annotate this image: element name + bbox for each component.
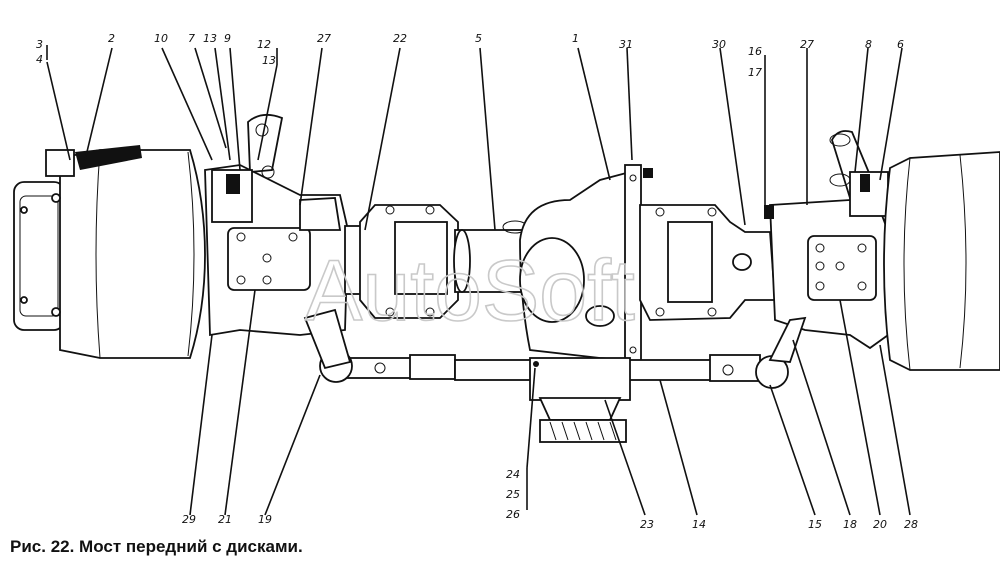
right-knuckle <box>764 130 896 350</box>
watermark: AutoSoft <box>305 243 635 339</box>
callout-16: 16 <box>748 45 762 58</box>
callout-10: 10 <box>154 32 168 45</box>
callout-24: 24 <box>506 468 520 481</box>
callout-30: 30 <box>712 38 726 51</box>
left-knuckle <box>204 113 349 337</box>
callout-14: 14 <box>692 518 706 531</box>
callout-3: 3 <box>36 38 43 51</box>
callout-29: 29 <box>182 513 196 526</box>
figure-caption: Рис. 22. Мост передний с дисками. <box>10 537 303 556</box>
callout-26: 26 <box>506 508 520 521</box>
callout-27-left: 27 <box>317 32 331 45</box>
callout-19: 19 <box>258 513 272 526</box>
callout-27-right: 27 <box>800 38 814 51</box>
callout-2: 2 <box>108 32 115 45</box>
callout-20: 20 <box>873 518 887 531</box>
callout-18: 18 <box>843 518 857 531</box>
callout-21: 21 <box>218 513 232 526</box>
right-axle-housing <box>639 204 776 321</box>
leader-lines <box>46 45 911 516</box>
callout-labels: 3 4 2 10 7 13 9 12 13 27 22 5 1 31 30 16… <box>36 32 918 531</box>
callout-28: 28 <box>904 518 918 531</box>
callout-6: 6 <box>897 38 904 51</box>
final-drive-housing <box>519 164 653 364</box>
left-wheel-disc <box>13 145 206 359</box>
callout-7: 7 <box>188 32 195 45</box>
callout-13-left: 13 <box>262 54 276 67</box>
callout-9: 9 <box>224 32 231 45</box>
callout-4: 4 <box>36 53 43 66</box>
right-wheel-disc <box>883 151 1000 371</box>
callout-8: 8 <box>865 38 872 51</box>
callout-25: 25 <box>506 488 520 501</box>
callout-23: 23 <box>640 518 654 531</box>
callout-31: 31 <box>619 38 633 51</box>
callout-15: 15 <box>808 518 822 531</box>
callout-5: 5 <box>475 32 482 45</box>
pinion-flange <box>529 357 631 443</box>
callout-1: 1 <box>572 32 579 45</box>
callout-17: 17 <box>748 66 762 79</box>
callout-12: 12 <box>257 38 271 51</box>
callout-22: 22 <box>393 32 407 45</box>
callout-13-top-left: 13 <box>203 32 217 45</box>
